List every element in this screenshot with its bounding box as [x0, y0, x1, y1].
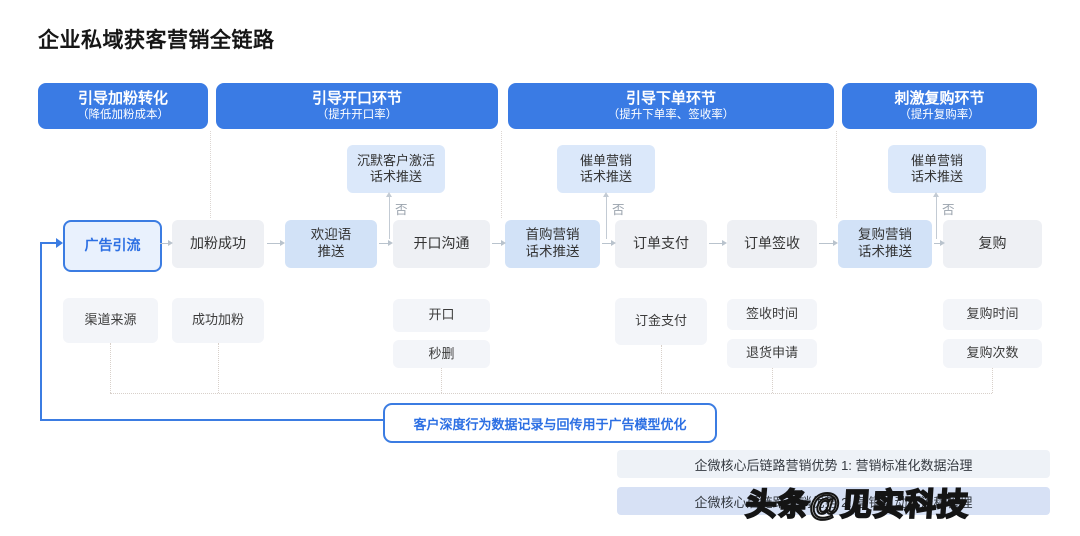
flow-node-order-payment: 订单支付	[615, 220, 707, 268]
stage-separator-dotted-line	[836, 131, 837, 218]
push-box-line1: 沉默客户激活	[356, 152, 435, 168]
feedback-line-top	[40, 242, 56, 244]
advantage-item-1: 企微核心后链路营销优势 1: 营销标准化数据治理	[617, 450, 1050, 478]
metric-label: 开口	[428, 307, 455, 323]
push-box-line2: 话术推送	[579, 169, 632, 184]
watermark-text: 头条@见实科技	[744, 486, 972, 523]
flow-node-fans-added: 加粉成功	[172, 220, 264, 268]
branch-up-arrow-icon	[386, 192, 392, 239]
feedback-right-arrow-icon	[56, 238, 63, 248]
metric-node-receipt-time: 签收时间	[727, 299, 817, 330]
dotted-connector	[218, 343, 219, 393]
stage-subtitle: （提升开口率）	[316, 108, 398, 121]
metric-node-repurchase-time: 复购时间	[943, 299, 1042, 330]
push-box-line2: 话术推送	[369, 169, 422, 184]
flow-node-label: 订单支付	[633, 235, 689, 252]
metric-node-deposit-payment: 订金支付	[615, 298, 707, 345]
stage-title: 刺激复购环节	[894, 89, 985, 107]
flow-node-label: 开口沟通	[413, 235, 470, 252]
metric-node-opened: 开口	[393, 299, 490, 332]
flow-right-arrow-icon	[709, 240, 727, 246]
flow-node-label: 复购	[978, 235, 1007, 252]
metric-label: 订金支付	[634, 313, 687, 329]
flow-node-order-receipt: 订单签收	[727, 220, 817, 268]
advantage-label: 企微核心后链路营销优势 2: 营销自动化流程管理	[694, 494, 973, 510]
feedback-data-label: 客户深度行为数据记录与回传用于广告模型优化	[413, 416, 687, 432]
dotted-connector	[661, 345, 662, 393]
stage-subtitle: （提升下单率、签收率）	[607, 108, 735, 121]
metric-node-fans-success: 成功加粉	[172, 298, 264, 343]
flow-right-arrow-icon	[160, 240, 173, 246]
flow-right-arrow-icon	[819, 240, 838, 246]
stage-separator-dotted-line	[501, 131, 502, 218]
flow-node-open-communication: 开口沟通	[393, 220, 490, 268]
flow-node-ad-traffic: 广告引流	[63, 220, 162, 272]
flow-node-line1: 复购营销	[858, 227, 912, 243]
branch-up-arrow-icon	[933, 192, 939, 239]
feedback-line-left	[40, 242, 42, 421]
stage-header-repurchase: 刺激复购环节 （提升复购率）	[842, 83, 1037, 129]
flow-node-first-purchase-push: 首购营销 话术推送	[505, 220, 600, 268]
metric-label: 复购次数	[966, 345, 1019, 361]
flow-right-arrow-icon	[602, 240, 616, 246]
push-box-line1: 催单营销	[579, 152, 632, 168]
stage-header-place-order: 引导下单环节 （提升下单率、签收率）	[508, 83, 834, 129]
flow-node-line2: 话术推送	[858, 244, 912, 259]
push-box-silent-customer-activation: 沉默客户激活 话术推送	[347, 145, 445, 193]
stage-title: 引导下单环节	[625, 89, 716, 107]
push-box-order-reminder-1: 催单营销 话术推送	[557, 145, 655, 193]
stage-header-open-conversation: 引导开口环节 （提升开口率）	[216, 83, 498, 129]
dotted-connector	[992, 368, 993, 393]
metric-node-repurchase-count: 复购次数	[943, 339, 1042, 368]
metric-label: 渠道来源	[84, 312, 137, 328]
push-box-order-reminder-2: 催单营销 话术推送	[888, 145, 986, 193]
stage-title: 引导加粉转化	[77, 89, 168, 107]
flow-node-welcome-message: 欢迎语 推送	[285, 220, 377, 268]
flow-node-label: 加粉成功	[190, 235, 246, 252]
stage-subtitle: （降低加粉成本）	[77, 108, 169, 121]
flow-right-arrow-icon	[267, 240, 285, 246]
flow-right-arrow-icon	[492, 240, 506, 246]
flow-node-line2: 推送	[317, 244, 345, 259]
flow-right-arrow-icon	[379, 240, 393, 246]
push-box-line1: 催单营销	[910, 152, 963, 168]
advantage-label: 企微核心后链路营销优势 1: 营销标准化数据治理	[694, 457, 973, 473]
stage-subtitle: （提升复购率）	[899, 108, 980, 121]
metric-label: 签收时间	[745, 306, 798, 322]
page-title: 企业私域获客营销全链路	[38, 29, 275, 52]
stage-separator-dotted-line	[210, 131, 211, 218]
advantage-item-2: 企微核心后链路营销优势 2: 营销自动化流程管理	[617, 487, 1050, 515]
stage-header-fans-conversion: 引导加粉转化 （降低加粉成本）	[38, 83, 208, 129]
dotted-connector	[110, 343, 111, 393]
dotted-connector	[441, 368, 442, 393]
metric-node-instant-delete: 秒删	[393, 340, 490, 368]
metric-node-channel-source: 渠道来源	[63, 298, 158, 343]
stage-title: 引导开口环节	[311, 89, 402, 107]
feedback-line-bottom	[40, 419, 383, 421]
flow-node-line2: 话术推送	[525, 244, 580, 259]
metric-label: 复购时间	[966, 306, 1019, 322]
flow-node-repurchase: 复购	[943, 220, 1042, 268]
feedback-data-box: 客户深度行为数据记录与回传用于广告模型优化	[383, 403, 717, 443]
branch-no-label: 否	[612, 203, 625, 217]
flow-node-line1: 欢迎语	[310, 227, 352, 243]
branch-no-label: 否	[395, 203, 408, 217]
branch-no-label: 否	[942, 203, 955, 217]
flow-node-repurchase-push: 复购营销 话术推送	[838, 220, 932, 268]
flow-node-line1: 首购营销	[525, 227, 580, 243]
branch-up-arrow-icon	[603, 192, 609, 239]
metric-label: 退货申请	[745, 345, 798, 361]
flow-node-label: 订单签收	[744, 235, 800, 252]
metric-node-return-request: 退货申请	[727, 339, 817, 368]
flow-node-label: 广告引流	[84, 237, 141, 254]
flow-right-arrow-icon	[934, 240, 945, 246]
push-box-line2: 话术推送	[910, 169, 963, 184]
dotted-connector	[772, 368, 773, 393]
metric-label: 成功加粉	[191, 312, 244, 328]
metric-label: 秒删	[428, 345, 455, 361]
dotted-collector-line	[110, 393, 992, 394]
